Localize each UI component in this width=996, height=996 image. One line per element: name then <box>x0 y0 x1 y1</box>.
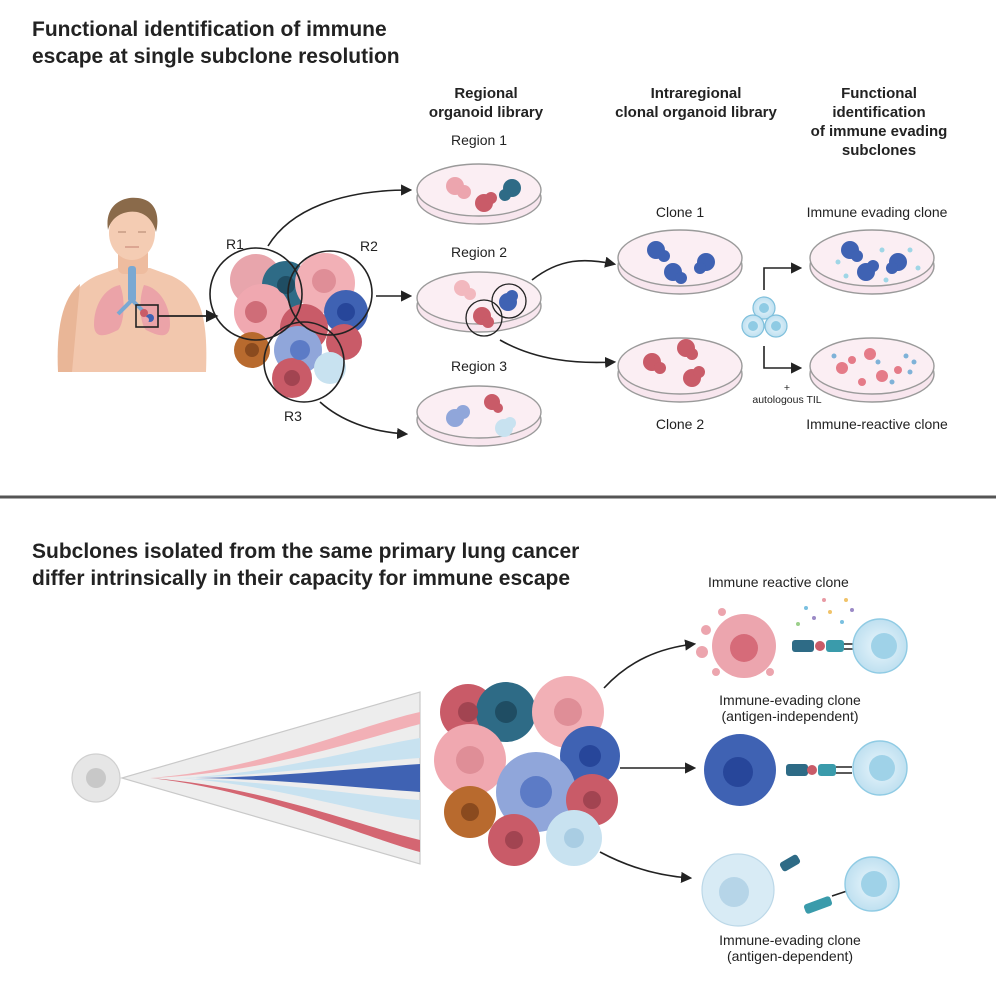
dish-clone-2 <box>617 337 743 403</box>
label-region-2: Region 2 <box>450 244 508 260</box>
evading-dependent-cell <box>701 853 851 927</box>
label-evading-independent-line-2: (antigen-independent) <box>721 708 859 725</box>
label-clone-2: Clone 2 <box>655 416 705 432</box>
dish-clone-1 <box>617 229 743 295</box>
arrow-to-region-1 <box>267 184 413 247</box>
column-header-intraregional-line-1: Intraregional <box>650 85 742 102</box>
column-header-functional-line-1: Functional <box>841 85 917 102</box>
label-immune-evading-clone: Immune evading clone <box>806 204 948 220</box>
arrow-to-clone-2 <box>499 339 617 369</box>
label-region-1: Region 1 <box>450 132 508 148</box>
dish-immune-reactive <box>809 337 935 403</box>
label-til-text: autologous TIL <box>752 394 822 407</box>
t-cell-dependent <box>844 856 900 912</box>
reactive-clone-cell <box>696 598 858 678</box>
top-title-line-2: escape at single subclone resolution <box>32 45 400 68</box>
region-circle-r3 <box>263 321 345 403</box>
label-immune-reactive-clone: Immune-reactive clone <box>806 416 948 432</box>
label-region-3: Region 3 <box>450 358 508 374</box>
region-circle-r1 <box>209 247 303 341</box>
top-title: Functional identification of immune esca… <box>32 16 400 70</box>
top-title-line-1: Functional identification of immune <box>32 18 387 41</box>
column-header-intraregional-line-2: clonal organoid library <box>615 104 777 121</box>
label-immune-reactive: Immune reactive clone <box>708 574 849 590</box>
evading-independent-cell <box>704 734 852 806</box>
column-header-regional-line-1: Regional <box>454 85 518 102</box>
column-header-functional-line-4: subclones <box>841 142 917 159</box>
bottom-title-line-2: differ intrinsically in their capacity f… <box>32 567 571 590</box>
arrow-to-evading-dependent <box>599 851 693 883</box>
column-header-functional-line-3: of immune evading <box>810 123 948 140</box>
dish-region-1 <box>416 163 542 225</box>
label-evading-dependent-line-2: (antigen-dependent) <box>726 948 854 965</box>
t-cell-independent <box>852 740 908 796</box>
t-cell-reactive <box>852 618 908 674</box>
label-til: + autologous TIL <box>742 382 832 406</box>
arrow-to-evading <box>763 262 803 290</box>
marker-r1: R1 <box>226 236 244 252</box>
arrow-to-reactive-clone <box>603 639 697 689</box>
column-header-regional-line-2: organoid library <box>428 104 544 121</box>
column-header-intraregional: Intraregional clonal organoid library <box>598 84 794 122</box>
region-circle-r2 <box>287 250 373 336</box>
patient-figure <box>57 197 207 372</box>
arrow-to-region-3 <box>319 401 409 440</box>
label-evading-dependent: Immune-evading clone (antigen-dependent) <box>700 932 880 964</box>
label-evading-independent-line-1: Immune-evading clone <box>719 692 861 708</box>
column-header-functional-line-2: identification <box>832 104 926 121</box>
arrow-to-clone-1 <box>531 256 617 281</box>
marker-r2: R2 <box>360 238 378 254</box>
label-clone-1: Clone 1 <box>655 204 705 220</box>
label-evading-independent: Immune-evading clone (antigen-independen… <box>700 692 880 724</box>
marker-r3: R3 <box>284 408 302 424</box>
dish-immune-evading <box>809 229 935 295</box>
bottom-title: Subclones isolated from the same primary… <box>32 538 579 592</box>
bottom-title-line-1: Subclones isolated from the same primary… <box>32 540 580 563</box>
arrow-to-reactive <box>763 346 803 374</box>
tumor-cluster-bottom <box>434 676 620 866</box>
label-evading-dependent-line-1: Immune-evading clone <box>719 932 861 948</box>
dish-region-2 <box>416 271 542 337</box>
evolution-fan <box>119 691 421 865</box>
column-header-regional: Regional organoid library <box>418 84 554 122</box>
label-til-plus: + <box>783 382 791 394</box>
tumor-cluster-top <box>230 253 368 398</box>
dish-region-3 <box>416 385 542 447</box>
column-header-functional: Functional identification of immune evad… <box>792 84 966 160</box>
ancestral-cell <box>71 753 121 803</box>
til-cells <box>741 296 788 338</box>
